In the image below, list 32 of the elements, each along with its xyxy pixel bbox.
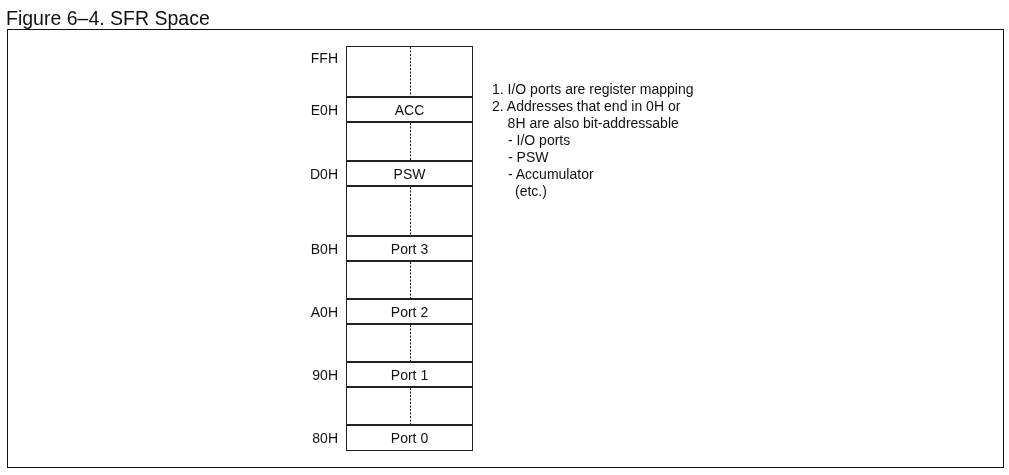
note-text: (etc.)	[515, 183, 547, 200]
note-text: - I/O ports	[508, 132, 571, 149]
register-box	[346, 97, 473, 122]
address-range-box	[346, 46, 473, 97]
register-box	[346, 362, 473, 387]
register-name: Port 3	[390, 240, 429, 257]
note-text: - PSW	[508, 149, 549, 166]
register-box	[346, 425, 473, 451]
address-label: D0H	[310, 165, 338, 182]
address-label: FFH	[310, 50, 338, 66]
register-name: Port 2	[390, 303, 429, 320]
address-label: B0H	[310, 240, 338, 257]
address-range-box	[346, 324, 473, 362]
address-range-box	[346, 387, 473, 425]
address-range-box	[346, 122, 473, 161]
address-range-box	[346, 261, 473, 299]
address-label: 80H	[312, 430, 338, 446]
register-name: PSW	[393, 165, 426, 182]
register-box	[346, 299, 473, 324]
note-text: 1. I/O ports are register mapping	[492, 81, 694, 98]
register-name: ACC	[394, 101, 425, 118]
figure-title: Figure 6–4. SFR Space	[6, 7, 210, 30]
register-name: Port 0	[390, 430, 429, 446]
note-text: 2. Addresses that end in 0H or 8H are also bit-addressable	[492, 98, 682, 132]
address-label: A0H	[310, 303, 338, 320]
note-text: - Accumulator	[508, 166, 594, 183]
address-label: E0H	[310, 101, 338, 118]
register-name: Port 1	[390, 366, 429, 383]
register-box	[346, 236, 473, 261]
address-label: 90H	[312, 366, 338, 383]
address-range-box	[346, 186, 473, 236]
register-box	[346, 161, 473, 186]
